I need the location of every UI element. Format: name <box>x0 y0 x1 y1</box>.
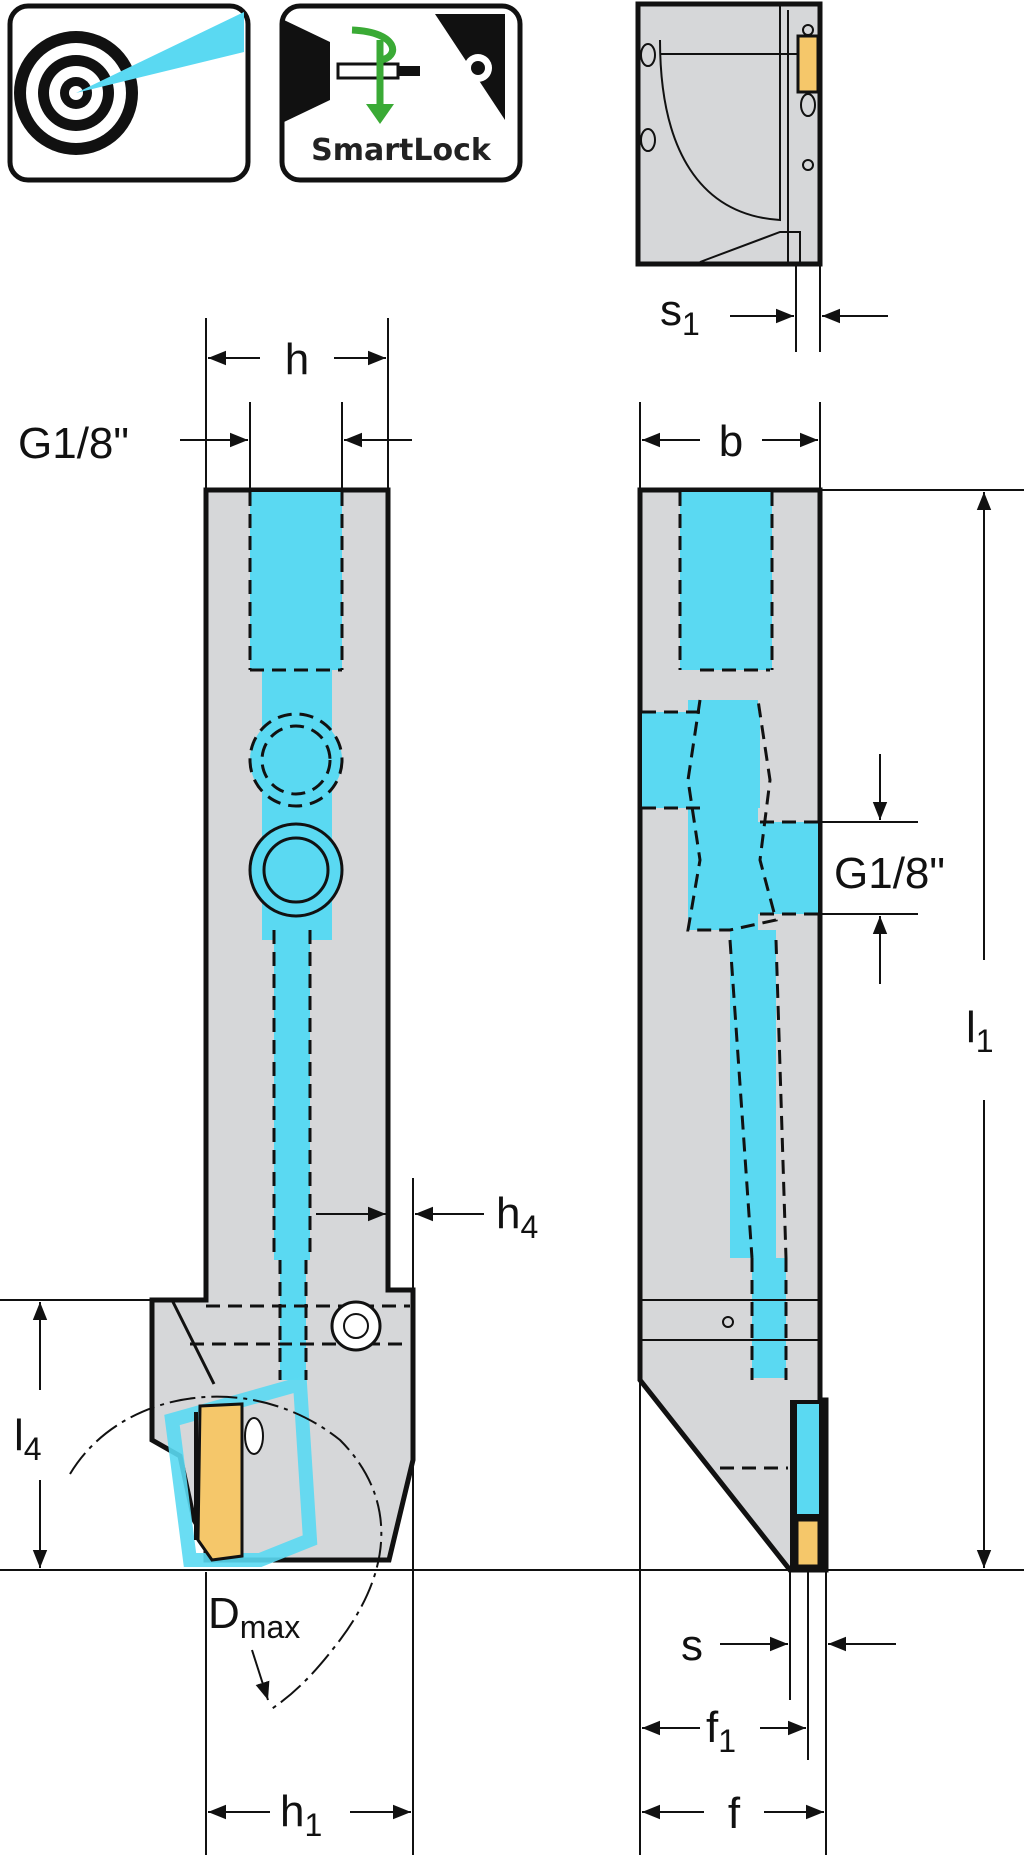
f1-subscript: 1 <box>718 1723 736 1759</box>
svg-text:f1: f1 <box>706 1703 736 1759</box>
dmax-label: D <box>208 1589 240 1638</box>
front-view <box>69 487 416 1711</box>
smartlock-icon: SmartLock <box>279 3 523 183</box>
dim-s: s <box>681 1572 896 1855</box>
dim-h4: h4 <box>316 1178 538 1290</box>
dim-f1: f1 <box>639 1382 809 1855</box>
dmax-subscript: max <box>240 1609 300 1645</box>
h1-subscript: 1 <box>304 1807 322 1843</box>
l4-label: l <box>14 1411 24 1460</box>
dim-l4: l4 <box>0 1299 1024 1571</box>
h1-label: h <box>280 1787 304 1836</box>
g18-top-label: G1/8" <box>18 419 129 468</box>
svg-text:Dmax: Dmax <box>208 1589 300 1645</box>
dim-s1: s1 <box>660 264 888 352</box>
dim-h: h <box>205 318 389 488</box>
f-label: f <box>728 1789 741 1838</box>
dim-h1: h1 <box>205 1460 414 1855</box>
top-detail-view <box>635 1 823 267</box>
l4-subscript: 4 <box>24 1431 42 1467</box>
b-label: b <box>719 417 743 466</box>
h4-label: h <box>496 1189 520 1238</box>
svg-text:s1: s1 <box>660 286 700 342</box>
smartlock-label: SmartLock <box>311 133 492 168</box>
coolant-icon <box>7 3 251 183</box>
side-view <box>637 487 829 1573</box>
dim-f: f <box>642 1789 824 1838</box>
g18-side-label: G1/8" <box>834 849 945 898</box>
l1-label: l <box>966 1003 976 1052</box>
h4-subscript: 4 <box>520 1209 538 1245</box>
dim-g18-top: G1/8" <box>18 402 412 488</box>
s-label: s <box>681 1621 703 1670</box>
svg-text:h4: h4 <box>496 1189 538 1245</box>
f1-label: f <box>706 1703 719 1752</box>
dim-dmax: Dmax <box>208 1589 300 1701</box>
s1-subscript: 1 <box>682 306 700 342</box>
dim-l1: l1 <box>822 489 1024 1568</box>
s1-label: s <box>660 286 682 335</box>
l1-subscript: 1 <box>976 1023 994 1059</box>
svg-text:h1: h1 <box>280 1787 322 1843</box>
dim-b: b <box>639 402 821 488</box>
dim-g18-side: G1/8" <box>822 754 945 984</box>
svg-text:l1: l1 <box>966 1003 994 1059</box>
h-label: h <box>285 335 309 384</box>
svg-text:l4: l4 <box>14 1411 42 1467</box>
